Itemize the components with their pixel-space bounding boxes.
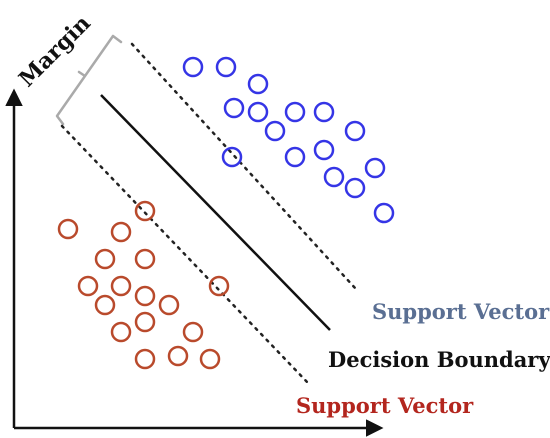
blue-point <box>215 56 237 78</box>
blue-point <box>284 146 306 168</box>
blue-point <box>284 101 306 123</box>
blue-point <box>364 157 386 179</box>
red-point <box>110 321 132 343</box>
red-point <box>94 294 116 316</box>
blue-point <box>323 166 345 188</box>
red-point <box>57 218 79 240</box>
red-point <box>134 311 156 333</box>
blue-point <box>264 120 286 142</box>
red-point <box>167 345 189 367</box>
blue-point <box>247 73 269 95</box>
blue-point <box>373 202 395 224</box>
blue-class-points <box>182 56 395 224</box>
support-vector-bottom-label: Support Vector <box>296 393 474 418</box>
support-vector-top-label: Support Vector <box>372 299 550 324</box>
red-point <box>110 221 132 243</box>
red-point <box>199 348 221 370</box>
blue-point <box>221 146 243 168</box>
blue-point <box>313 101 335 123</box>
red-point <box>134 200 156 222</box>
red-point <box>208 275 230 297</box>
blue-point <box>182 56 204 78</box>
blue-point <box>223 97 245 119</box>
margin-bracket <box>55 34 123 126</box>
red-class-points <box>57 200 230 370</box>
blue-point <box>313 139 335 161</box>
red-point <box>134 285 156 307</box>
red-point <box>110 275 132 297</box>
red-point <box>134 348 156 370</box>
red-point <box>77 275 99 297</box>
red-point <box>182 321 204 343</box>
blue-point <box>344 120 366 142</box>
red-point <box>94 248 116 270</box>
blue-point <box>344 177 366 199</box>
lower-margin-line <box>60 124 310 385</box>
blue-point <box>247 101 269 123</box>
upper-margin-line <box>130 42 357 290</box>
red-point <box>158 294 180 316</box>
decision-boundary-line <box>100 94 331 331</box>
red-point <box>134 248 156 270</box>
decision-boundary-label: Decision Boundary <box>328 347 550 372</box>
